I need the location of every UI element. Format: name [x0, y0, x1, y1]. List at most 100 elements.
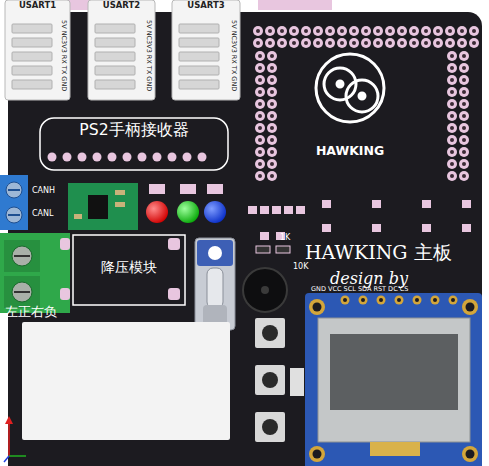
header-pad: [255, 87, 265, 97]
header-pad: [450, 150, 454, 154]
header-pad: [267, 147, 277, 157]
header-pad: [267, 75, 277, 85]
led: [207, 184, 223, 194]
header-pad: [352, 41, 356, 45]
oled-hole: [379, 298, 383, 302]
header-pad: [361, 26, 371, 36]
header-pad: [462, 138, 466, 142]
header-pad: [328, 41, 332, 45]
oled-hole: [377, 296, 386, 305]
pin-names: GND VCC SCL SDA RST DC CS: [311, 286, 408, 293]
header-pad: [267, 111, 277, 121]
ps2-pin: [78, 153, 87, 162]
oled-hole: [433, 298, 437, 302]
header-pad: [447, 147, 457, 157]
header-pad: [325, 26, 335, 36]
pin-names: 5V NC3V3 RX TX GND: [230, 20, 237, 91]
header-pad: [270, 162, 274, 166]
stepdown-module-outline: [73, 235, 185, 305]
toggle-switch: [197, 240, 233, 266]
header-pad: [459, 123, 469, 133]
smd-pad: [322, 224, 331, 232]
logo-mark: [337, 81, 343, 87]
stepdown-module-outline: [60, 235, 185, 305]
header-pad: [436, 29, 440, 33]
header-pad: [421, 38, 431, 48]
header-pad: [462, 66, 466, 70]
header-pad: [258, 114, 262, 118]
power-terminal: [14, 291, 30, 293]
header-pad: [267, 159, 277, 169]
header-pad: [376, 41, 380, 45]
header-pad: [459, 147, 469, 157]
axis-icon: [5, 416, 13, 424]
header-pad: [450, 126, 454, 130]
oled-hole: [341, 296, 350, 305]
header-pad: [450, 102, 454, 106]
header-pad: [400, 29, 404, 33]
oled-hole: [359, 296, 368, 305]
header-pad: [270, 66, 274, 70]
header-pad: [460, 29, 464, 33]
header-pad: [445, 26, 455, 36]
header-pad: [316, 41, 320, 45]
connector-slot: [95, 24, 135, 33]
ps2-pin: [138, 153, 147, 162]
smd-pad: [462, 200, 471, 208]
oled-module: [330, 334, 458, 410]
push-button: [290, 368, 304, 396]
header-pad: [280, 29, 284, 33]
header-pad: [270, 150, 274, 154]
header-pad: [277, 26, 287, 36]
header-pad: [447, 99, 457, 109]
pcb-board: [8, 12, 482, 466]
header-pad: [258, 90, 262, 94]
header-pad: [255, 51, 265, 61]
resistor-value: 1K: [280, 233, 290, 242]
push-button: [262, 325, 278, 341]
header-pad: [436, 41, 440, 45]
header-pad: [397, 38, 407, 48]
pcb-board: HAWKING 主板design byUSART15V NC3V3 RX TX …: [8, 12, 482, 466]
header-pad: [385, 38, 395, 48]
axis-icon: [9, 455, 26, 457]
led: [146, 184, 226, 223]
ps2-pin: [63, 153, 72, 162]
header-pad: [433, 26, 443, 36]
connector-slot: [12, 66, 52, 75]
header-pad: [462, 102, 466, 106]
toggle-switch: [208, 246, 222, 260]
led: [146, 201, 168, 223]
oled-hole: [309, 446, 325, 462]
pin-names: 5V NC3V3 RX TX GND: [145, 20, 152, 91]
ps2-pin: [93, 153, 102, 162]
power-terminal: [4, 276, 40, 308]
header-pad: [373, 26, 383, 36]
header-pad: [292, 29, 296, 33]
header-pad: [447, 87, 457, 97]
oled-hole: [451, 298, 455, 302]
oled-hole: [395, 296, 404, 305]
header-pad: [258, 174, 262, 178]
header-pad: [304, 29, 308, 33]
header-pad: [258, 54, 262, 58]
header-pad: [258, 78, 262, 82]
push-button: [262, 372, 278, 388]
header-pad: [457, 38, 467, 48]
usart-port: USART35V NC3V3 RX TX GND: [172, 0, 240, 100]
smd-pad: [422, 224, 431, 232]
header-pad: [462, 114, 466, 118]
header-pad: [349, 38, 359, 48]
header-pad: [255, 63, 265, 73]
header-pad: [459, 75, 469, 85]
header-pad: [459, 99, 469, 109]
connector-slot: [179, 24, 219, 33]
push-button: [262, 419, 278, 435]
stepdown-module: 降压模块: [73, 235, 185, 305]
pin-names: 5V NC3V3 RX TX GND: [60, 20, 67, 91]
header-pad: [352, 29, 356, 33]
header-pad: [462, 90, 466, 94]
oled-hole: [313, 303, 322, 312]
logo-text: HAWKING: [300, 144, 400, 158]
header-pad: [450, 162, 454, 166]
